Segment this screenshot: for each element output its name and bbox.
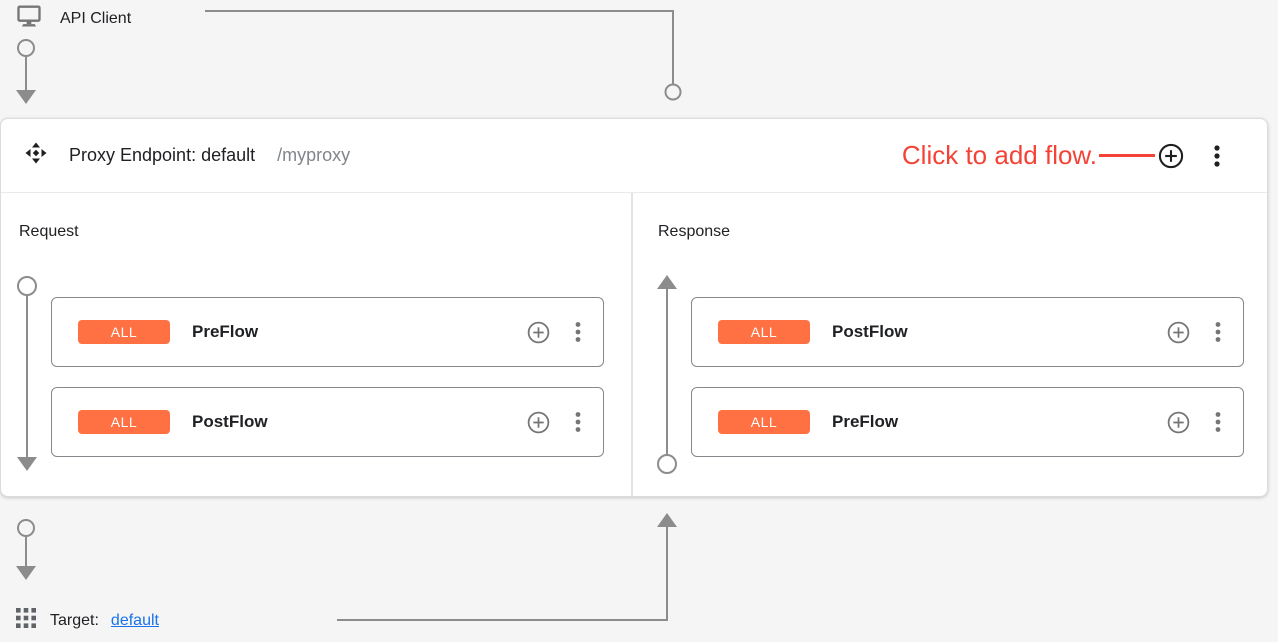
target-label: Target: xyxy=(50,611,99,629)
flow-name: PreFlow xyxy=(192,322,259,341)
proxy-endpoint-title: Proxy Endpoint: default xyxy=(69,145,256,165)
add-flow-annotation: Click to add flow. xyxy=(901,140,1097,170)
add-policy-button[interactable] xyxy=(526,320,551,345)
condition-badge: ALL xyxy=(78,320,170,344)
apps-grid-icon xyxy=(16,608,36,633)
proxy-endpoint-icon xyxy=(23,140,49,171)
proxy-to-target-rail xyxy=(16,519,36,580)
response-panel-label: Response xyxy=(658,223,731,240)
condition-badge: ALL xyxy=(78,410,170,434)
flow-more-menu-button[interactable] xyxy=(573,410,583,434)
add-policy-button[interactable] xyxy=(1166,320,1191,345)
condition-badge: ALL xyxy=(718,320,810,344)
flow-name: PostFlow xyxy=(832,322,908,341)
proxy-endpoint-path: /myproxy xyxy=(277,145,351,165)
request-preflow-card[interactable]: ALL PreFlow xyxy=(51,297,604,367)
target-endpoint-node: Target: default xyxy=(16,608,159,633)
api-client-return-connector xyxy=(205,10,682,101)
proxy-endpoint-card: Proxy Endpoint: default /myproxy Click t… xyxy=(0,118,1268,497)
response-preflow-card[interactable]: ALL PreFlow xyxy=(691,387,1244,457)
flow-name: PreFlow xyxy=(832,412,899,431)
monitor-icon xyxy=(14,2,44,35)
flow-more-menu-button[interactable] xyxy=(1213,410,1223,434)
panel-divider xyxy=(631,193,633,497)
response-postflow-card[interactable]: ALL PostFlow xyxy=(691,297,1244,367)
annotation-arrow-line xyxy=(1099,154,1155,157)
endpoint-more-menu-button[interactable] xyxy=(1211,143,1223,169)
condition-badge: ALL xyxy=(718,410,810,434)
target-default-link[interactable]: default xyxy=(110,611,159,629)
add-policy-button[interactable] xyxy=(1166,410,1191,435)
api-client-out-rail xyxy=(16,39,36,104)
request-postflow-card[interactable]: ALL PostFlow xyxy=(51,387,604,457)
target-return-connector xyxy=(337,513,677,621)
flow-more-menu-button[interactable] xyxy=(1213,320,1223,344)
add-flow-button[interactable] xyxy=(1157,142,1185,170)
request-panel-label: Request xyxy=(19,223,79,240)
flow-name: PostFlow xyxy=(192,412,268,431)
flow-more-menu-button[interactable] xyxy=(573,320,583,344)
add-policy-button[interactable] xyxy=(526,410,551,435)
proxy-endpoint-header: Proxy Endpoint: default /myproxy Click t… xyxy=(1,119,1267,193)
api-client-node: API Client xyxy=(14,2,131,35)
api-client-label: API Client xyxy=(60,9,132,27)
